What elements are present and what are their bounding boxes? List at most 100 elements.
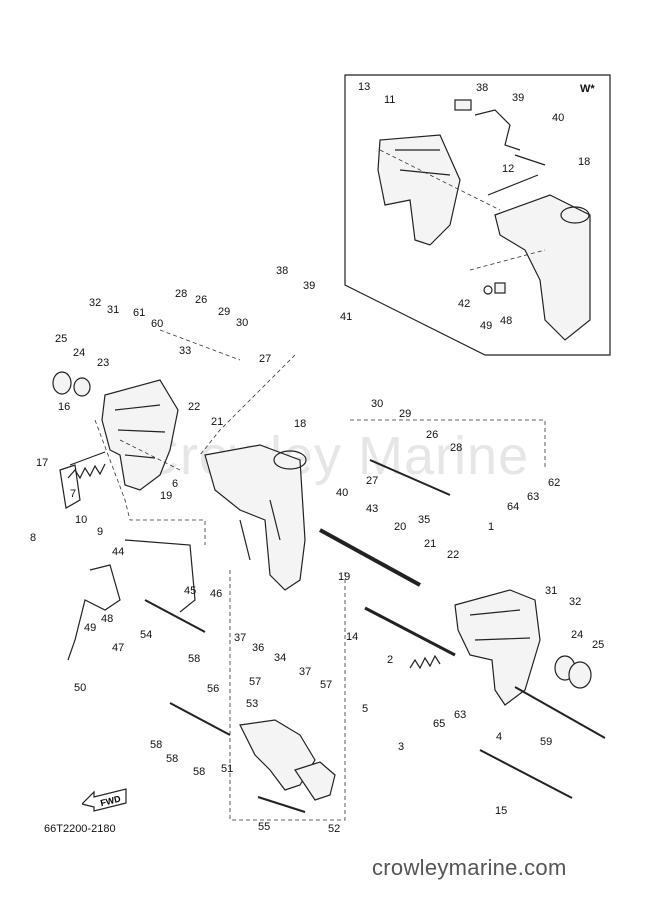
callout-number: 4 [496,731,502,743]
callout-number: 32 [569,596,581,608]
callout-number: 65 [433,718,445,730]
callout-number: 63 [527,491,539,503]
callout-number: 9 [97,526,103,538]
callout-number: 35 [418,514,430,526]
callout-number: 14 [346,631,358,643]
inset-frame [344,74,611,356]
callout-number: 57 [320,679,332,691]
callout-number: 44 [112,546,124,558]
callout-number: 29 [218,306,230,318]
right-clamp-bracket [454,589,592,706]
callout-number: 19 [338,571,350,583]
callout-number: 27 [259,353,271,365]
callout-number: 40 [336,487,348,499]
callout-number: 42 [458,298,470,310]
callout-number: 38 [476,82,488,94]
callout-number: 27 [366,475,378,487]
callout-number: 39 [512,92,524,104]
callout-number: 20 [394,521,406,533]
callout-number: 31 [107,304,119,316]
callout-number: 12 [502,163,514,175]
callout-number: 37 [299,666,311,678]
callout-number: 25 [592,639,604,651]
callout-number: 18 [294,418,306,430]
callout-number: 21 [424,538,436,550]
diagram-code: 66T2200-2180 [44,823,116,835]
callout-number: 8 [30,532,36,544]
callout-number: 1 [488,521,494,533]
fwd-arrow: FWD [80,788,128,812]
callout-number: 37 [234,632,246,644]
site-footer-url: crowleymarine.com [372,855,567,880]
callout-number: 36 [252,642,264,654]
callout-number: 61 [133,307,145,319]
callout-number: 64 [507,501,519,513]
callout-number: 41 [340,311,352,323]
callout-number: 52 [328,823,340,835]
callout-number: 25 [55,333,67,345]
callout-number: 58 [193,766,205,778]
callout-number: 15 [495,805,507,817]
callout-number: 60 [151,318,163,330]
callout-number: 3 [398,741,404,753]
callout-number: 21 [211,416,223,428]
callout-number: 24 [571,629,583,641]
callout-number: 22 [188,401,200,413]
callout-number: 47 [112,642,124,654]
callout-number: 40 [552,112,564,124]
callout-number: 62 [548,477,560,489]
callout-number: 55 [258,821,270,833]
callout-number: 49 [84,622,96,634]
callout-number: 5 [362,703,368,715]
callout-number: 34 [274,652,286,664]
callout-number: 30 [236,317,248,329]
callout-number: 48 [101,613,113,625]
callout-number: 23 [97,357,109,369]
callout-number: 19 [160,490,172,502]
callout-number: 45 [184,585,196,597]
callout-number: 53 [246,698,258,710]
svg-text:FWD: FWD [99,793,122,808]
callout-number: 22 [447,549,459,561]
center-swivel-bracket [204,444,307,591]
callout-number: 58 [166,753,178,765]
callout-number: 56 [207,683,219,695]
inset-label: W* [580,83,595,95]
callout-number: 31 [545,585,557,597]
inset-clamp-bracket [377,134,461,246]
callout-number: 29 [399,408,411,420]
callout-number: 32 [89,297,101,309]
fwd-arrow-icon: FWD [80,788,127,812]
callout-number: 49 [480,320,492,332]
callout-number: 10 [75,514,87,526]
callout-number: 63 [454,709,466,721]
callout-number: 28 [450,442,462,454]
callout-number: 17 [36,457,48,469]
callout-number: 2 [387,654,393,666]
callout-number: 57 [249,676,261,688]
callout-number: 7 [70,488,76,500]
callout-number: 39 [303,280,315,292]
callout-number: 48 [500,315,512,327]
callout-number: 58 [188,653,200,665]
callout-number: 16 [58,401,70,413]
inset-swivel-bracket [494,194,591,341]
callout-number: 28 [175,288,187,300]
callout-number: 43 [366,503,378,515]
callout-number: 59 [540,736,552,748]
callout-number: 51 [221,763,233,775]
callout-number: 26 [426,429,438,441]
callout-number: 13 [358,81,370,93]
callout-number: 30 [371,398,383,410]
callout-number: 6 [172,478,178,490]
left-clamp-bracket [52,371,179,509]
callout-number: 54 [140,629,152,641]
callout-number: 33 [179,345,191,357]
callout-number: 38 [276,265,288,277]
callout-number: 11 [384,94,395,106]
callout-number: 50 [74,682,86,694]
callout-number: 26 [195,294,207,306]
callout-number: 24 [73,347,85,359]
